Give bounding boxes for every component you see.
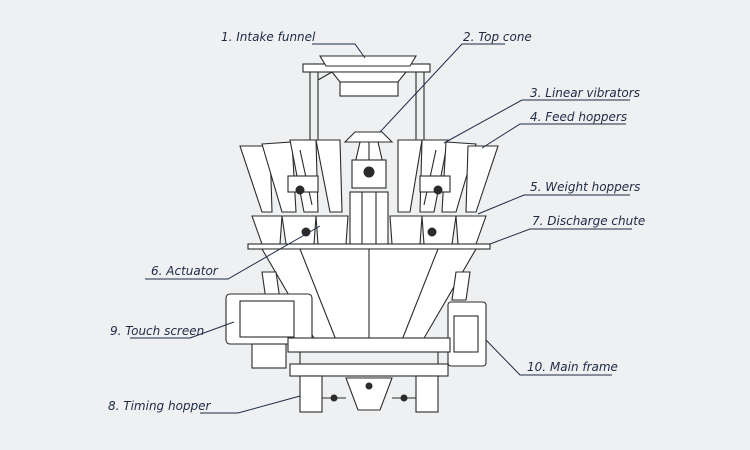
label-main-frame: 10. Main frame xyxy=(527,360,618,374)
feed-hoppers-ring xyxy=(239,139,499,213)
label-weight-hoppers: 5. Weight hoppers xyxy=(530,180,640,194)
side-brackets xyxy=(261,271,471,301)
leader-actuator xyxy=(145,225,321,280)
leader-feed-hoppers xyxy=(481,123,626,149)
leader-lines xyxy=(130,43,632,414)
leader-discharge-chute xyxy=(489,228,632,245)
intake-funnel-assembly xyxy=(302,55,431,140)
touch-screen-part xyxy=(225,293,313,369)
machine-drawing xyxy=(225,55,499,413)
label-feed-hoppers: 4. Feed hoppers xyxy=(530,110,627,124)
label-linear-vibrators: 3. Linear vibrators xyxy=(530,86,640,100)
leader-main-frame xyxy=(485,339,612,376)
leader-top-cone xyxy=(379,43,505,133)
leader-weight-hoppers xyxy=(477,194,630,215)
main-frame-part xyxy=(287,301,487,377)
label-touch-screen: 9. Touch screen xyxy=(110,324,204,338)
label-intake-funnel: 1. Intake funnel xyxy=(221,30,316,44)
label-timing-hopper: 8. Timing hopper xyxy=(108,399,212,413)
leader-linear-vibrators xyxy=(443,99,630,144)
label-top-cone: 2. Top cone xyxy=(463,30,532,44)
label-actuator: 6. Actuator xyxy=(151,264,219,278)
weight-hoppers-ring xyxy=(251,191,487,247)
linear-vibrators-part xyxy=(287,159,451,195)
leader-intake-funnel xyxy=(312,43,366,59)
leader-touch-screen xyxy=(130,321,235,339)
label-discharge-chute: 7. Discharge chute xyxy=(532,214,645,228)
leader-timing-hopper xyxy=(200,395,301,414)
labels: 1. Intake funnel 2. Top cone 3. Linear v… xyxy=(108,30,645,413)
timing-hoppers-part xyxy=(299,375,439,413)
